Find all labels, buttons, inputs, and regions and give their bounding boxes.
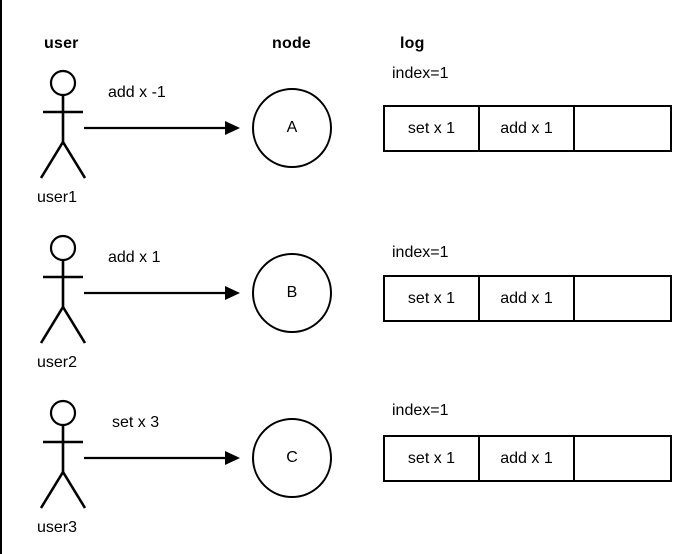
log-cell: set x 1	[385, 277, 480, 320]
column-header-log: log	[400, 35, 425, 52]
edge-label-row-2: add x 1	[108, 249, 161, 266]
log-cell	[575, 107, 670, 150]
actor-label-user2: user2	[37, 354, 78, 371]
arrow-user2-to-node-b	[84, 286, 240, 300]
log-table-row-3: set x 1 add x 1	[383, 435, 672, 482]
node-label-b: B	[286, 284, 298, 301]
log-cell: add x 1	[480, 437, 575, 480]
index-label-row-1: index=1	[392, 65, 449, 82]
stick-figure-user1	[39, 69, 87, 179]
actor-label-user1: user1	[37, 189, 78, 206]
stick-figure-user2	[39, 234, 87, 344]
left-border-rule	[0, 0, 2, 554]
index-label-row-2: index=1	[392, 244, 449, 261]
node-label-c: C	[286, 449, 298, 466]
arrow-user3-to-node-c	[84, 451, 240, 465]
log-cell: set x 1	[385, 437, 480, 480]
log-table-row-2: set x 1 add x 1	[383, 275, 672, 322]
node-circle-a: A	[252, 88, 332, 168]
log-cell: add x 1	[480, 107, 575, 150]
edge-label-row-1: add x -1	[108, 84, 166, 101]
node-label-a: A	[286, 119, 298, 136]
node-circle-c: C	[252, 418, 332, 498]
column-header-node: node	[272, 35, 312, 52]
log-cell: add x 1	[480, 277, 575, 320]
column-header-user: user	[44, 35, 79, 52]
log-cell: set x 1	[385, 107, 480, 150]
edge-label-row-3: set x 3	[112, 414, 160, 431]
actor-label-user3: user3	[37, 519, 78, 536]
log-cell	[575, 277, 670, 320]
log-table-row-1: set x 1 add x 1	[383, 105, 672, 152]
log-cell	[575, 437, 670, 480]
node-circle-b: B	[252, 253, 332, 333]
stick-figure-user3	[39, 399, 87, 509]
index-label-row-3: index=1	[392, 402, 449, 419]
arrow-user1-to-node-a	[84, 121, 240, 135]
